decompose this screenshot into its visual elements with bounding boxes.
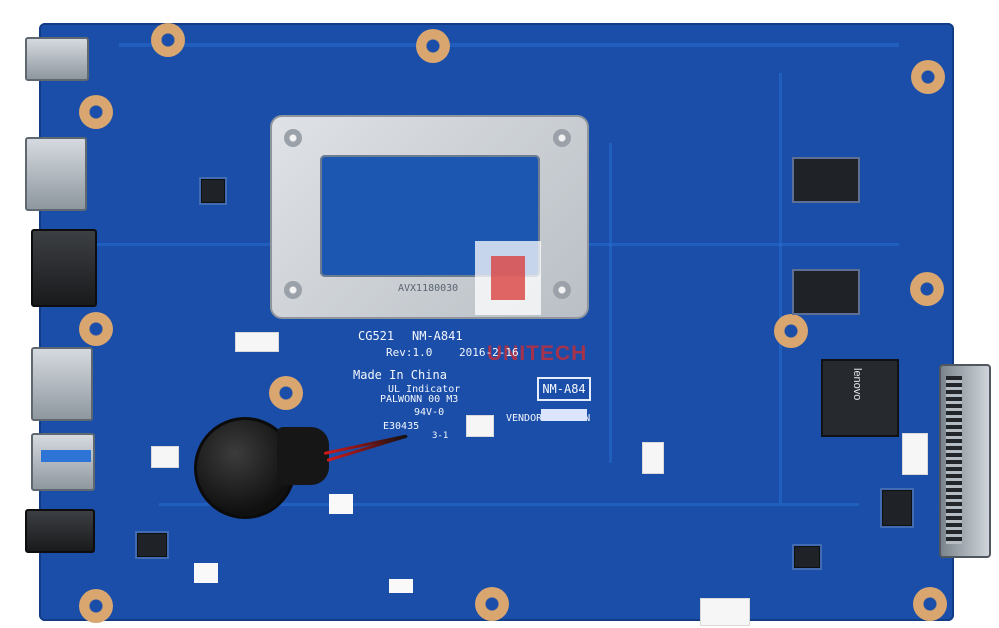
mounting-pad [910, 272, 944, 306]
cpu-heatsink-bracket: AVX1180030 [270, 115, 589, 319]
ic-chip [882, 490, 912, 526]
battery-wrap [277, 427, 329, 485]
mounting-pad [774, 314, 808, 348]
label-sticker [902, 433, 928, 475]
mounting-pad [79, 589, 113, 623]
ic-chip [201, 179, 225, 203]
mounting-pad [475, 587, 509, 621]
mounting-pad [913, 587, 947, 621]
mounting-pad [269, 376, 303, 410]
board-model: CG521 [358, 329, 395, 343]
screw [553, 129, 571, 147]
memory-chip [792, 157, 860, 203]
board-revision: Rev:1.0 [386, 346, 433, 359]
heatsink-mark: AVX1180030 [398, 283, 459, 294]
screw [284, 281, 302, 299]
power-connector [25, 37, 89, 81]
watermark-logo-mark [491, 256, 525, 300]
watermark-text: UNITECH [487, 342, 588, 365]
ul-indicator: UL Indicator [388, 384, 461, 395]
board-box-label: NM-A84 [537, 377, 591, 401]
mounting-pad [79, 95, 113, 129]
label-sticker [194, 563, 218, 583]
memory-chip [792, 269, 860, 315]
label-sticker [235, 332, 279, 352]
label-sticker [642, 442, 664, 474]
board-code-1: E30435 [383, 421, 420, 432]
hdmi-port [25, 137, 87, 211]
vendor-box [541, 409, 587, 421]
board-code-2: 3-1 [432, 431, 449, 441]
vertical-trace-right [779, 73, 782, 503]
label-sticker [389, 579, 413, 593]
label-sticker [151, 446, 179, 468]
mounting-pad [79, 312, 113, 346]
screw [284, 129, 302, 147]
board-number: NM-A841 [412, 329, 463, 343]
audio-jack [25, 509, 95, 553]
ul-code: PALWONN 00 M3 [380, 394, 459, 405]
chip-brand: lenovo [851, 368, 863, 401]
sata-slot [946, 376, 962, 544]
made-in-label: Made In China [353, 368, 447, 382]
board-date: 2016-2-16 [459, 346, 519, 359]
sata-connector [939, 364, 991, 558]
ic-chip [794, 546, 820, 568]
mounting-pad [151, 23, 185, 57]
label-sticker [329, 494, 353, 514]
ic-chip [137, 533, 167, 557]
top-trace [119, 43, 899, 47]
label-sticker [466, 415, 494, 437]
usb-port-lower [31, 433, 95, 491]
motherboard [39, 23, 954, 621]
vertical-trace [609, 143, 612, 463]
ethernet-port [31, 229, 97, 307]
bottom-trace [159, 503, 859, 506]
label-sticker [700, 598, 750, 626]
controller-chip: lenovo [821, 359, 899, 437]
mounting-pad [416, 29, 450, 63]
mounting-pad [911, 60, 945, 94]
image-frame: AVX1180030 UNITECH lenovo CG521 NM-A841 … [9, 9, 991, 626]
rating: 94V-0 [414, 407, 445, 418]
usb-port-upper [31, 347, 93, 421]
screw [553, 281, 571, 299]
